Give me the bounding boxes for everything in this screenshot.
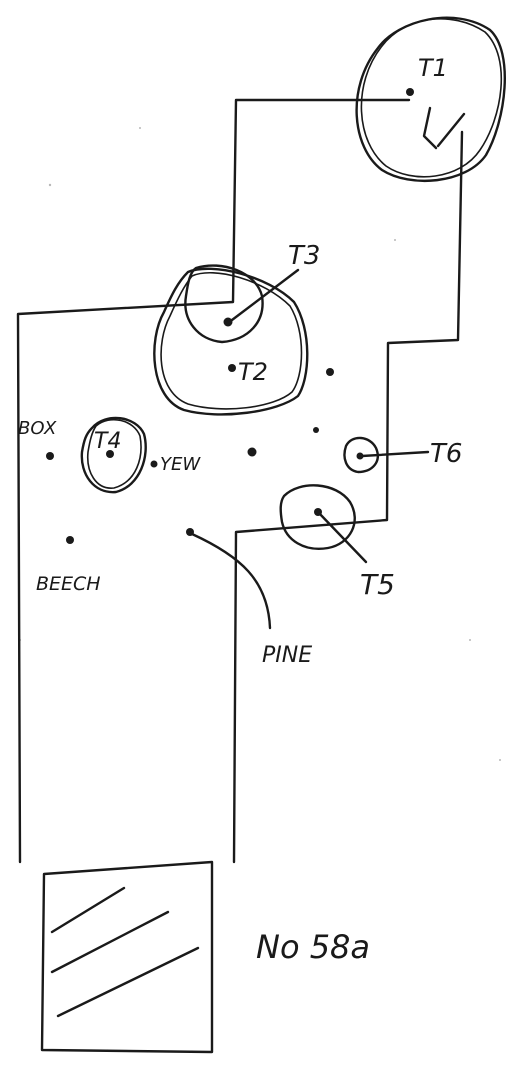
scan-specks: [19, 127, 501, 761]
hatched-box-symbol: [40, 860, 214, 1054]
label-box: BOX: [18, 418, 57, 439]
tree-t2-canopy: [153, 264, 334, 457]
label-t1: T1: [418, 54, 448, 82]
label-t6: T6: [430, 439, 462, 469]
label-beech: BEECH: [36, 573, 101, 595]
label-t2: T2: [238, 358, 268, 386]
label-t4: T4: [94, 429, 121, 454]
tree-t6-canopy: [343, 436, 379, 474]
leader-lines: [190, 268, 430, 630]
label-yew: YEW: [160, 454, 201, 475]
label-pine: PINE: [262, 643, 312, 668]
label-t3: T3: [288, 241, 320, 271]
label-t5: T5: [360, 568, 395, 601]
property-boundary: [16, 98, 464, 864]
plan-number: No 58a: [256, 928, 370, 966]
tree-t1-canopy: [355, 16, 506, 183]
